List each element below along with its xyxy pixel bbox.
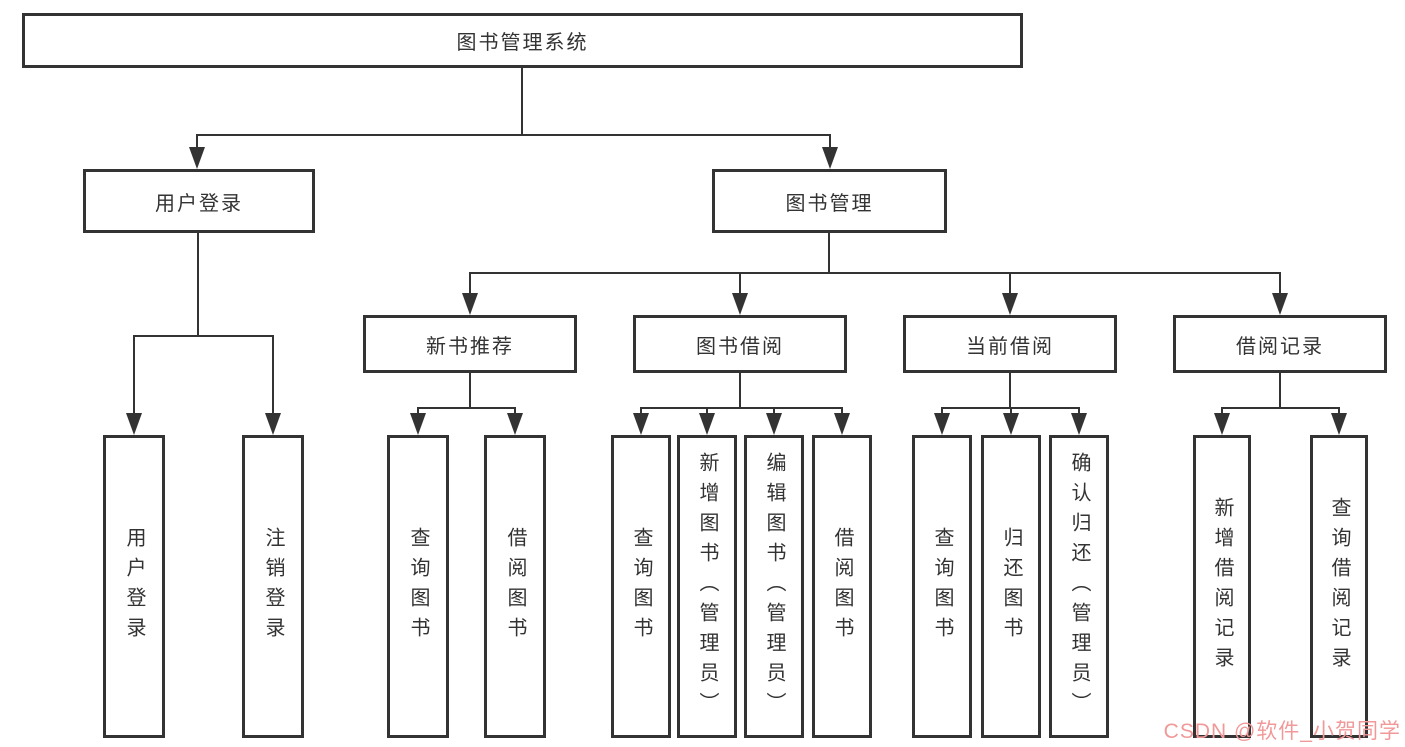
connector-drop <box>941 407 943 415</box>
connector-book-borrow-bar <box>641 407 842 409</box>
connector-drop <box>829 134 831 149</box>
node-label: 借阅记录 <box>1236 335 1324 358</box>
connector-drop <box>272 335 274 415</box>
node-label: 查询图书 <box>630 526 652 647</box>
node-label: 注销登录 <box>262 526 284 647</box>
node-label: 借阅图书 <box>504 526 526 647</box>
node-leaf-query-books: 查询图书 <box>611 435 671 738</box>
node-label: 查询图书 <box>931 526 953 647</box>
arrow-down-icon <box>834 413 850 435</box>
node-user-login: 用户登录 <box>83 169 315 233</box>
node-leaf-query-borrow-record: 查询借阅记录 <box>1310 435 1368 738</box>
connector-current-borrow-stem <box>1009 373 1011 407</box>
connector-drop <box>841 407 843 415</box>
connector-drop <box>1279 272 1281 295</box>
arrow-down-icon <box>189 147 205 169</box>
arrow-down-icon <box>126 413 142 435</box>
node-leaf-logout: 注销登录 <box>242 435 304 738</box>
node-leaf-confirm-return-admin: 确认归还（管理员） <box>1049 435 1109 738</box>
node-label: 确认归还（管理员） <box>1068 451 1090 722</box>
arrow-down-icon <box>1331 413 1347 435</box>
node-label: 借阅图书 <box>831 526 853 647</box>
connector-drop <box>773 407 775 415</box>
node-label: 编辑图书（管理员） <box>763 451 785 722</box>
connector-user-login-bar <box>134 335 273 337</box>
connector-drop <box>1009 272 1011 295</box>
node-label: 新书推荐 <box>426 335 514 358</box>
arrow-down-icon <box>732 293 748 315</box>
arrow-down-icon <box>633 413 649 435</box>
connector-book-mgmt-stem <box>828 233 830 272</box>
node-label: 图书管理 <box>785 192 874 215</box>
connector-drop <box>417 407 419 415</box>
connector-drop <box>196 134 198 149</box>
node-label: 归还图书 <box>1000 526 1022 647</box>
connector-new-book-stem <box>469 373 471 407</box>
connector-borrow-records-bar <box>1222 407 1339 409</box>
node-label: 用户登录 <box>123 526 145 647</box>
connector-drop <box>739 272 741 295</box>
arrow-down-icon <box>462 293 478 315</box>
connector-drop <box>1338 407 1340 415</box>
arrow-down-icon <box>1002 293 1018 315</box>
connector-user-login-stem <box>197 233 199 335</box>
node-leaf-query-books-recommend: 查询图书 <box>387 435 449 738</box>
node-leaf-edit-books-admin: 编辑图书（管理员） <box>744 435 804 738</box>
connector-drop <box>1078 407 1080 415</box>
connector-level3-bar <box>470 272 1280 274</box>
connector-book-borrow-stem <box>739 373 741 407</box>
connector-level2-bar <box>197 134 830 136</box>
node-label: 新增借阅记录 <box>1211 496 1233 677</box>
connector-drop <box>706 407 708 415</box>
connector-new-book-bar <box>418 407 515 409</box>
arrow-down-icon <box>822 147 838 169</box>
connector-borrow-records-stem <box>1279 373 1281 407</box>
arrow-down-icon <box>699 413 715 435</box>
arrow-down-icon <box>265 413 281 435</box>
node-borrow-records: 借阅记录 <box>1173 315 1387 373</box>
node-leaf-return-books: 归还图书 <box>981 435 1041 738</box>
connector-drop <box>469 272 471 295</box>
node-label: 当前借阅 <box>966 335 1054 358</box>
node-label: 图书管理系统 <box>456 32 589 54</box>
arrow-down-icon <box>507 413 523 435</box>
node-label: 查询借阅记录 <box>1328 496 1350 677</box>
node-leaf-query-current: 查询图书 <box>912 435 972 738</box>
node-leaf-add-books-admin: 新增图书（管理员） <box>677 435 737 738</box>
connector-drop <box>133 335 135 415</box>
arrow-down-icon <box>1272 293 1288 315</box>
node-current-borrow: 当前借阅 <box>903 315 1117 373</box>
connector-drop <box>640 407 642 415</box>
node-leaf-user-login: 用户登录 <box>103 435 165 738</box>
connector-drop <box>1010 407 1012 415</box>
node-new-book-recommend: 新书推荐 <box>363 315 577 373</box>
connector-drop <box>514 407 516 415</box>
connector-root-stem <box>521 68 523 134</box>
arrow-down-icon <box>1214 413 1230 435</box>
arrow-down-icon <box>934 413 950 435</box>
arrow-down-icon <box>410 413 426 435</box>
node-library-system: 图书管理系统 <box>22 13 1023 68</box>
arrow-down-icon <box>766 413 782 435</box>
node-book-borrow: 图书借阅 <box>633 315 847 373</box>
node-label: 用户登录 <box>155 192 243 215</box>
node-leaf-borrow-books: 借阅图书 <box>812 435 872 738</box>
node-book-management: 图书管理 <box>712 169 947 233</box>
node-label: 新增图书（管理员） <box>696 451 718 722</box>
arrow-down-icon <box>1071 413 1087 435</box>
node-leaf-borrow-books-recommend: 借阅图书 <box>484 435 546 738</box>
node-label: 查询图书 <box>407 526 429 647</box>
arrow-down-icon <box>1003 413 1019 435</box>
watermark: CSDN @软件_小贺同学 <box>1163 720 1401 743</box>
node-leaf-add-borrow-record: 新增借阅记录 <box>1193 435 1251 738</box>
connector-drop <box>1221 407 1223 415</box>
node-label: 图书借阅 <box>696 335 784 358</box>
